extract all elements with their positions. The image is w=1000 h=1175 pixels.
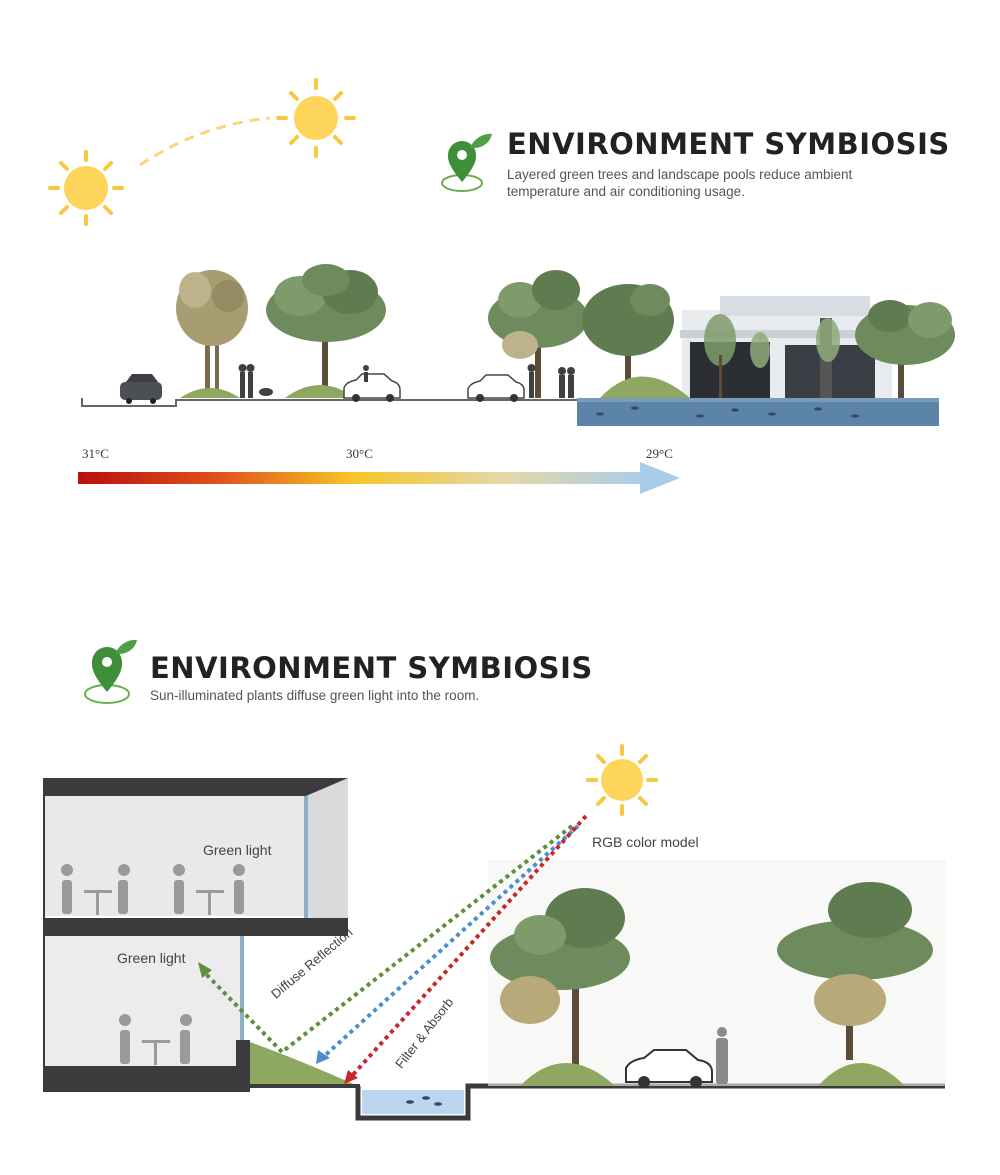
car-icon-3	[467, 374, 525, 402]
trees-row-section1	[176, 264, 955, 398]
location-leaf-icon	[441, 133, 492, 192]
arrowhead-green	[198, 962, 212, 978]
temperature-label-31: 31°C	[82, 446, 109, 461]
car-icon-section2	[625, 1049, 713, 1088]
ray-green-reflected	[202, 970, 284, 1054]
vehicles-and-people-section1	[120, 364, 575, 404]
arrowhead-red	[344, 1070, 358, 1084]
section2-description: Sun-illuminated plants diffuse green lig…	[150, 688, 480, 703]
ray-green-incoming	[280, 824, 574, 1054]
location-leaf-icon-2	[84, 639, 137, 704]
ray-blue-incoming	[318, 824, 580, 1062]
car-icon-2	[343, 373, 401, 402]
temperature-label-29: 29°C	[646, 446, 673, 461]
label-rgb-color-model: RGB color model	[592, 834, 699, 850]
street-section-ground	[81, 398, 939, 426]
label-green-light-lower: Green light	[117, 950, 186, 966]
building-section	[43, 778, 348, 1092]
sun-icon-section2	[586, 744, 658, 816]
trees-row-section2	[490, 882, 933, 1086]
people-at-tables	[61, 864, 245, 1065]
section2-title: ENVIRONMENT SYMBIOSIS	[150, 651, 593, 685]
sun-icon-left	[48, 150, 124, 226]
arrowhead-blue	[316, 1050, 330, 1064]
car-icon-1	[120, 374, 162, 404]
sun-icon-right	[276, 78, 356, 158]
section1-title: ENVIRONMENT SYMBIOSIS	[507, 127, 950, 161]
light-rays	[202, 814, 588, 1080]
ray-red-incoming	[348, 814, 588, 1080]
section1-description-line1: Layered green trees and landscape pools …	[507, 167, 853, 182]
sun-path-arc	[139, 116, 271, 167]
temperature-label-30: 30°C	[346, 446, 373, 461]
arrowheads	[198, 962, 358, 1084]
temperature-gradient-arrow	[78, 462, 680, 494]
person-icon-section2	[716, 1027, 728, 1084]
label-green-light-upper: Green light	[203, 842, 272, 858]
section1-description-line2: temperature and air conditioning usage.	[507, 184, 745, 199]
